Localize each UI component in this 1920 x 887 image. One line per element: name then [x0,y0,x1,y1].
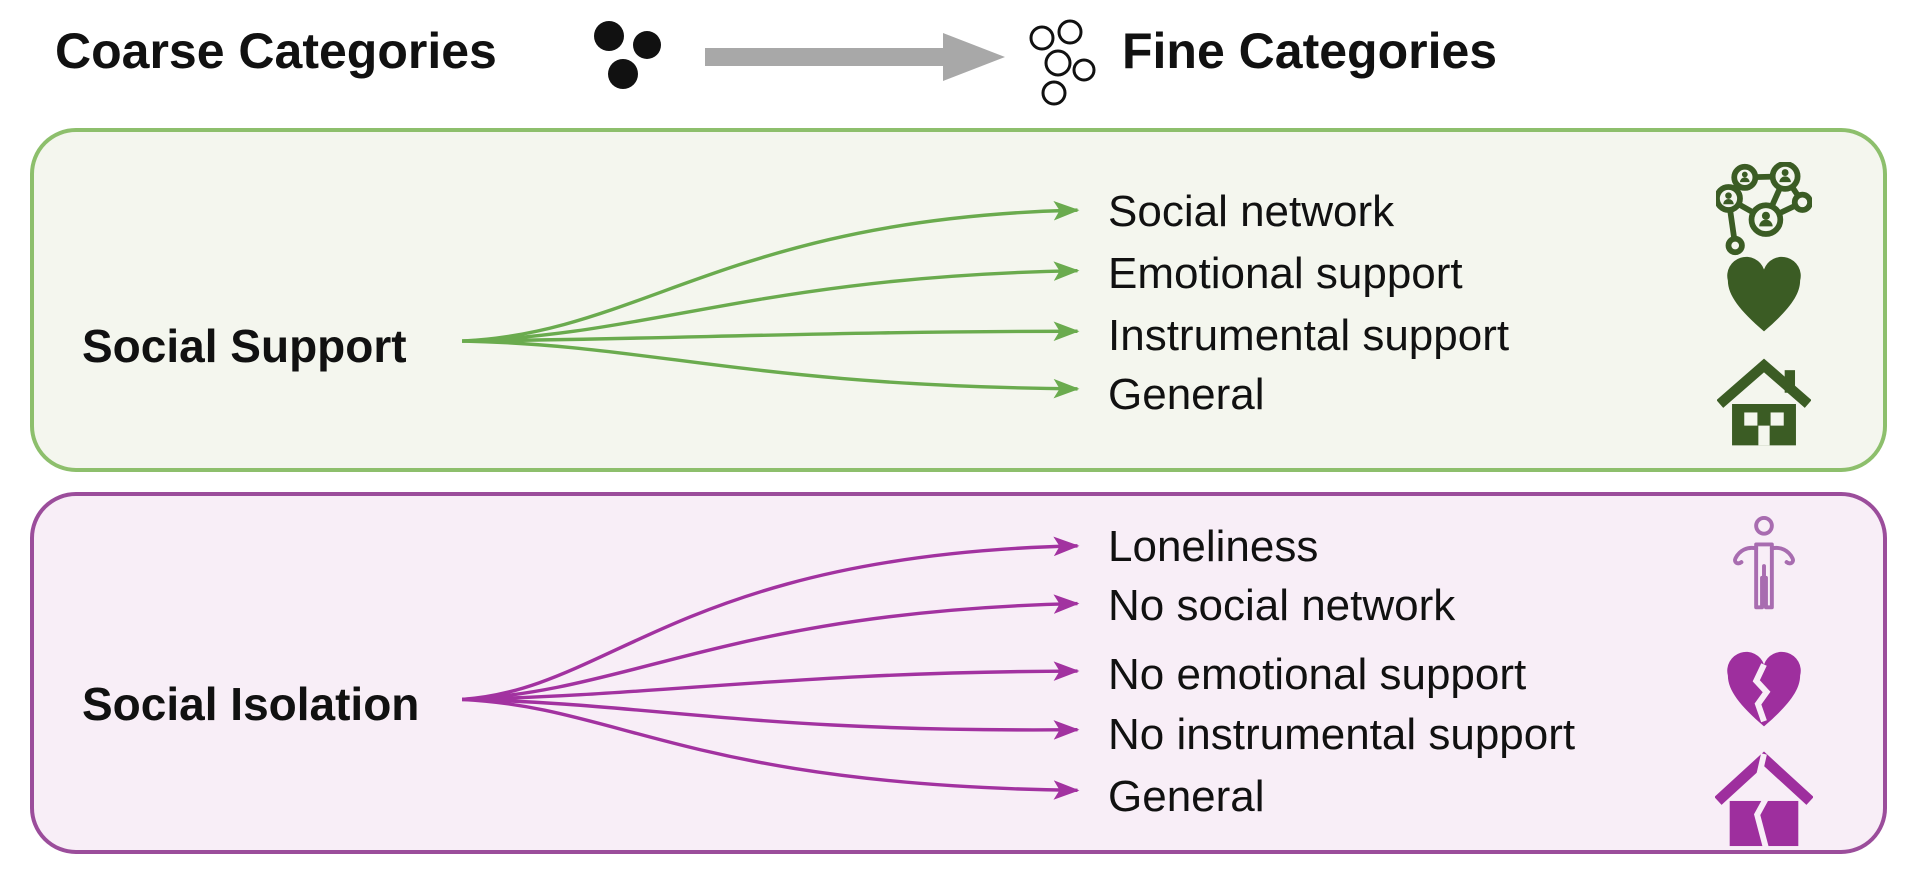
coarse-dots-icon [583,12,675,100]
social-support-branches [462,200,1080,399]
fine-categories-title: Fine Categories [1122,23,1498,79]
leaf-general-isolation: General [1108,772,1265,821]
fine-dots-icon [1020,14,1104,118]
social-isolation-group: Social Isolation Loneliness No social ne… [30,492,1887,854]
social-network-icon [1716,162,1812,258]
leaf-instrumental-support: Instrumental support [1108,311,1510,360]
social-support-title: Social Support [82,320,407,372]
leaf-no-social-network: No social network [1108,581,1456,630]
coarse-categories-title: Coarse Categories [55,23,497,79]
house-icon [1717,357,1811,451]
leaf-social-network: Social network [1108,187,1395,236]
leaf-emotional-support: Emotional support [1108,249,1463,298]
social-isolation-title: Social Isolation [82,678,420,730]
person-alone-icon [1728,515,1800,623]
social-support-group: Social Support Social network Emotional … [30,128,1887,472]
leaf-no-emotional-support: No emotional support [1108,650,1527,699]
coarse-to-fine-arrow-icon [705,27,1005,87]
broken-heart-icon [1721,649,1807,735]
cracked-house-icon [1715,750,1813,848]
social-isolation-branches [462,536,1080,800]
heart-icon [1721,254,1807,340]
leaf-loneliness: Loneliness [1108,522,1319,571]
leaf-general-support: General [1108,370,1265,419]
leaf-no-instrumental-support: No instrumental support [1108,710,1576,759]
